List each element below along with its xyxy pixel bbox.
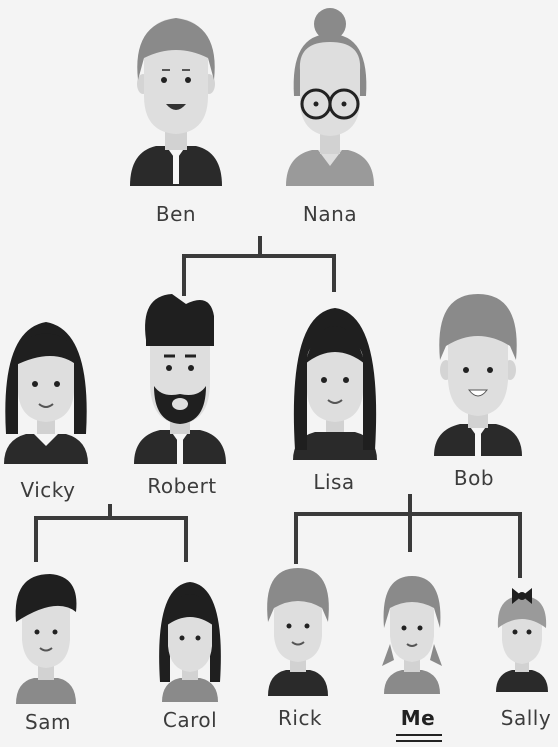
bob-avatar <box>434 294 522 456</box>
sam-avatar <box>15 574 77 704</box>
connector-vicky-robert <box>34 504 188 562</box>
connectors <box>34 236 522 578</box>
name-vicky: Vicky <box>20 478 76 502</box>
me-underline-second <box>396 740 442 742</box>
nana-avatar <box>286 8 374 186</box>
name-rick: Rick <box>277 706 323 730</box>
rick-avatar <box>267 568 329 696</box>
sally-avatar <box>496 588 548 692</box>
name-sally: Sally <box>500 706 552 730</box>
connector-lisa-bob <box>294 494 522 578</box>
name-nana: Nana <box>302 202 358 226</box>
ben-avatar <box>130 18 222 186</box>
name-sam: Sam <box>25 710 71 734</box>
name-me: Me <box>400 706 436 730</box>
connector-grandparents <box>182 236 336 296</box>
name-carol: Carol <box>162 708 218 732</box>
name-ben: Ben <box>155 202 197 226</box>
name-lisa: Lisa <box>313 470 355 494</box>
name-bob: Bob <box>453 466 495 490</box>
me-avatar <box>382 576 442 694</box>
vicky-avatar <box>4 322 88 464</box>
me-underline <box>396 734 442 736</box>
lisa-avatar <box>293 308 377 460</box>
carol-avatar <box>159 582 221 702</box>
robert-avatar <box>134 294 226 464</box>
name-robert: Robert <box>147 474 217 498</box>
